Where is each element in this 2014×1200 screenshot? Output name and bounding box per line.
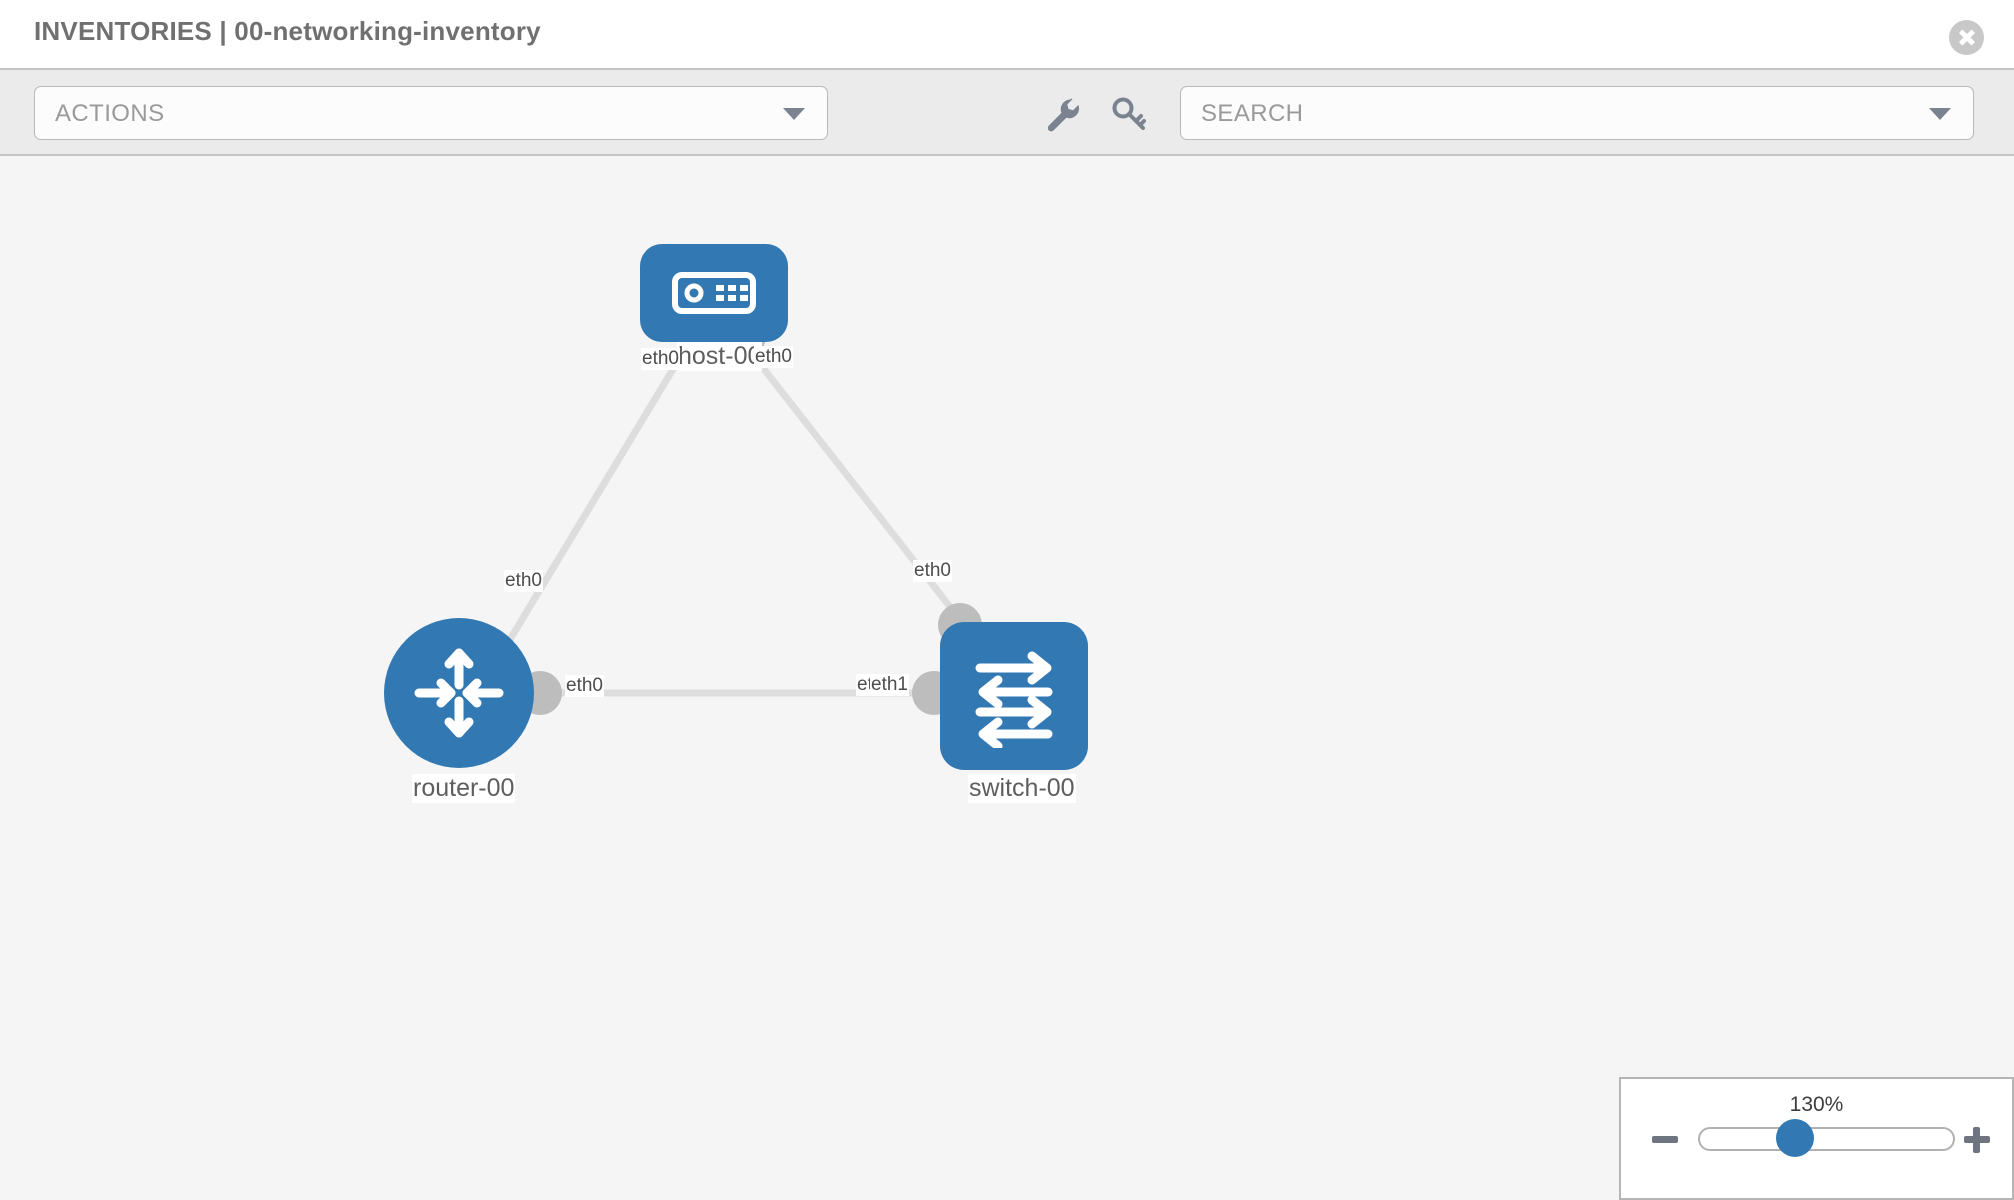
node-host-00-label: host-00 [677,342,763,371]
page-title: INVENTORIES | 00-networking-inventory [34,16,541,46]
zoom-slider-handle[interactable] [1776,1119,1814,1157]
zoom-out-button[interactable] [1650,1125,1680,1155]
edge-label-switch00-host00: eth0 [913,560,952,582]
topology-canvas[interactable]: host-00 router-00 [0,156,2014,1200]
zoom-control-panel: 130% [1619,1077,2014,1200]
zoom-percent-label: 130% [1789,1093,1844,1116]
switch-arrows-icon [975,651,1053,748]
router-arrows-icon [414,648,504,738]
edge-label-host00-router00: eth0 [641,348,680,370]
search-input[interactable]: SEARCH [1180,86,1974,140]
zoom-in-button[interactable] [1962,1125,1992,1155]
actions-dropdown[interactable]: ACTIONS [34,86,828,140]
close-icon[interactable] [1949,20,1984,55]
node-router-00-shape[interactable] [384,618,534,768]
key-icon[interactable] [1108,92,1152,136]
page-header: INVENTORIES | 00-networking-inventory [0,0,2014,68]
chevron-down-icon[interactable] [1929,108,1951,120]
plus-icon-vertical [1973,1127,1980,1153]
node-router-00-label: router-00 [412,774,516,803]
server-icon [672,272,756,314]
node-switch-00-shape[interactable] [940,622,1088,770]
actions-dropdown-label: ACTIONS [55,100,165,127]
edge-label-switch00-eth1: eth1 [870,674,909,696]
minus-icon [1652,1136,1678,1143]
toolbar: ACTIONS SEARCH [0,68,2014,156]
wrench-icon[interactable] [1040,92,1084,136]
edge-label-router00-host00: eth0 [504,570,543,592]
edge-label-router00-switch00: eth0 [565,675,604,697]
edge-host00-router00[interactable] [497,339,693,658]
search-placeholder: SEARCH [1201,100,1304,127]
zoom-slider-track[interactable] [1698,1127,1955,1151]
edge-host00-switch00[interactable] [739,338,968,629]
node-host-00-shape[interactable] [640,244,788,342]
edge-label-host00-switch00: eth0 [754,346,793,368]
node-switch-00-label: switch-00 [968,774,1076,803]
chevron-down-icon [783,108,805,120]
